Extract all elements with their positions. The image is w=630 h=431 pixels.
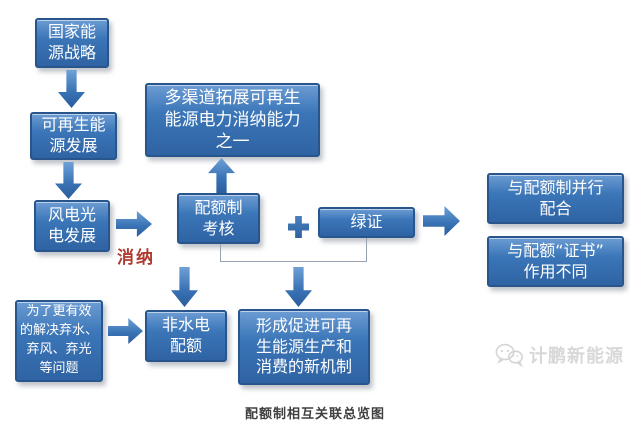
connector-line [220, 244, 221, 261]
arrow-right-icon [423, 206, 460, 236]
node-label: 国家能 源战略 [47, 22, 96, 62]
node-label: 配额制 考核 [194, 197, 243, 238]
node-label: 非水电 配额 [161, 315, 210, 355]
arrow-down-icon [55, 162, 82, 199]
arrow-down-icon [58, 70, 85, 108]
node-label: 为了更有效 的解决弃水、 弃风、弃光 等问题 [19, 304, 98, 376]
node-label: 绿证 [350, 212, 383, 232]
watermark-text: 计鹏新能源 [529, 346, 624, 367]
node-renewable-dev: 可再生能 源发展 [30, 112, 117, 160]
node-different-role: 与配额“证书” 作用不同 [487, 236, 624, 287]
connector-line [366, 238, 367, 261]
node-label: 与配额“证书” 作用不同 [507, 240, 604, 281]
node-national-strategy: 国家能 源战略 [35, 18, 109, 68]
arrow-up-icon [208, 158, 235, 194]
arrow-right-icon [108, 318, 143, 344]
node-parallel-cooperation: 与配额制并行 配合 [487, 173, 624, 224]
edge-label-xiaona: 消纳 [117, 248, 155, 268]
diagram-caption: 配额制相互关联总览图 [244, 407, 385, 422]
node-label: 多渠道拓展可再生 能源电力消纳能力 之一 [164, 87, 301, 153]
node-new-mechanism: 形成促进可再 生能源生产和 消费的新机制 [238, 309, 370, 385]
node-multi-channel: 多渠道拓展可再生 能源电力消纳能力 之一 [145, 83, 320, 157]
node-label: 风电光 电发展 [47, 205, 96, 245]
wechat-icon [495, 343, 523, 368]
node-problem-solving: 为了更有效 的解决弃水、 弃风、弃光 等问题 [15, 300, 103, 382]
node-wind-solar-dev: 风电光 电发展 [34, 200, 110, 252]
arrow-right-icon [116, 211, 152, 237]
node-green-certificate: 绿证 [318, 207, 415, 238]
plus-icon: + [288, 216, 309, 238]
node-non-hydro-quota: 非水电 配额 [145, 310, 227, 362]
node-label: 形成促进可再 生能源生产和 消费的新机制 [255, 315, 352, 377]
node-label: 与配额制并行 配合 [507, 177, 604, 218]
watermark: 计鹏新能源 [494, 342, 624, 368]
node-quota-assessment: 配额制 考核 [177, 193, 260, 244]
arrow-down-icon [171, 267, 198, 307]
node-label: 可再生能 源发展 [41, 115, 106, 155]
plus-operator: + [288, 216, 289, 217]
arrow-down-icon [285, 267, 312, 307]
connector-line [220, 261, 367, 262]
